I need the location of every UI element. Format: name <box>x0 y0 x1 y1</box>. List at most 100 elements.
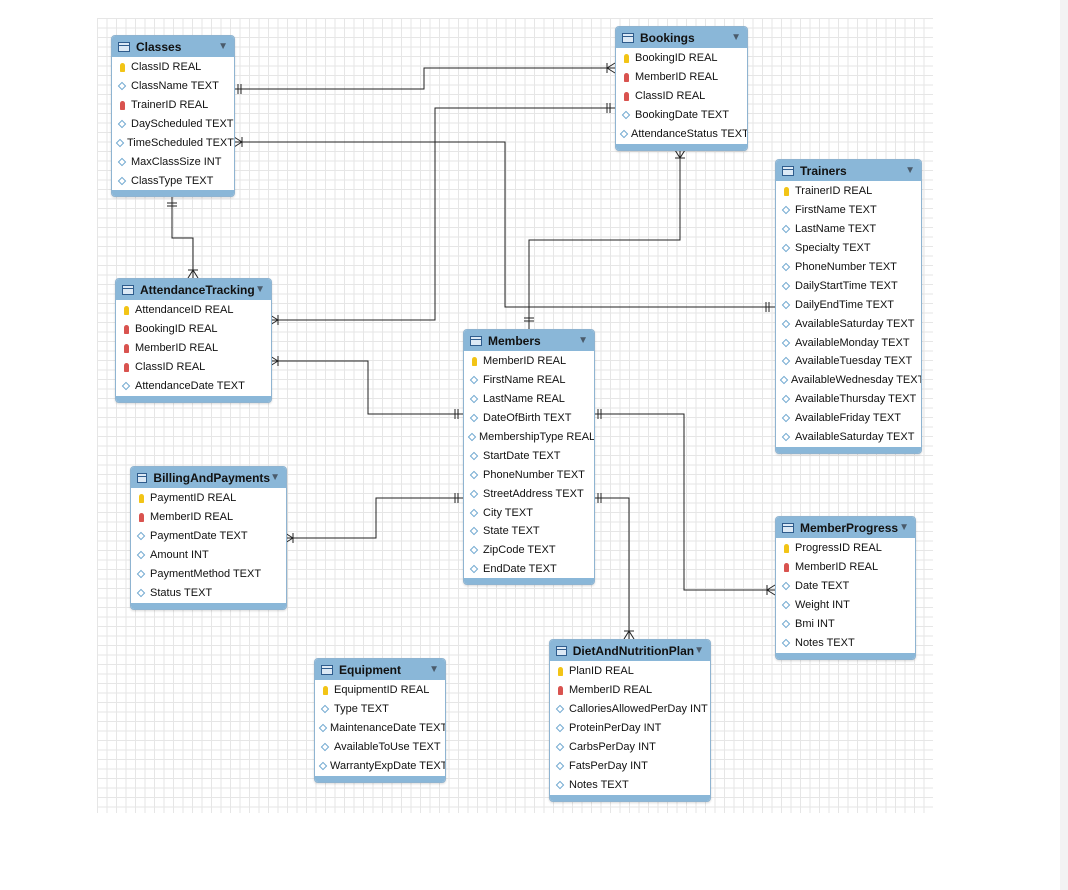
collapse-arrow-icon[interactable]: ▼ <box>270 472 280 483</box>
column-label: TrainerID REAL <box>131 99 209 112</box>
table-column-row[interactable]: MaxClassSize INT <box>112 152 234 171</box>
table-column-row[interactable]: CalloriesAllowedPerDay INT <box>550 700 710 719</box>
table-header[interactable]: MemberProgress▼ <box>776 517 915 538</box>
table-column-row[interactable]: PaymentMethod TEXT <box>131 565 286 584</box>
table-column-row[interactable]: PlanID REAL <box>550 662 710 681</box>
table-column-row[interactable]: ZipCode TEXT <box>464 541 594 560</box>
table-column-row[interactable]: Notes TEXT <box>776 633 915 652</box>
table-column-row[interactable]: AvailableWednesday TEXT <box>776 371 921 390</box>
table-header[interactable]: DietAndNutritionPlan▼ <box>550 640 710 661</box>
table-column-row[interactable]: AttendanceDate TEXT <box>116 377 271 396</box>
table-column-row[interactable]: AvailableToUse TEXT <box>315 738 445 757</box>
table-column-row[interactable]: City TEXT <box>464 503 594 522</box>
table-column-row[interactable]: MemberID REAL <box>464 352 594 371</box>
collapse-arrow-icon[interactable]: ▼ <box>694 645 704 656</box>
collapse-arrow-icon[interactable]: ▼ <box>731 32 741 43</box>
table-column-row[interactable]: FatsPerDay INT <box>550 756 710 775</box>
table-column-row[interactable]: Notes TEXT <box>550 775 710 794</box>
table-column-row[interactable]: AttendanceStatus TEXT <box>616 125 747 144</box>
table-column-row[interactable]: Weight INT <box>776 596 915 615</box>
table-column-row[interactable]: MaintenanceDate TEXT <box>315 719 445 738</box>
table-header[interactable]: Members▼ <box>464 330 594 351</box>
table-column-row[interactable]: PaymentDate TEXT <box>131 527 286 546</box>
vertical-scrollbar[interactable] <box>1060 0 1068 890</box>
table-column-row[interactable]: MemberID REAL <box>131 508 286 527</box>
table-column-row[interactable]: ProteinPerDay INT <box>550 719 710 738</box>
table-column-row[interactable]: MembershipType REAL <box>464 428 594 447</box>
table-column-row[interactable]: AvailableFriday TEXT <box>776 409 921 428</box>
table-column-row[interactable]: ClassType TEXT <box>112 171 234 190</box>
table-column-row[interactable]: TimeScheduled TEXT <box>112 134 234 153</box>
table-column-row[interactable]: AvailableSaturday TEXT <box>776 428 921 447</box>
table-header[interactable]: Equipment▼ <box>315 659 445 680</box>
table-header[interactable]: Classes▼ <box>112 36 234 57</box>
table-header[interactable]: Trainers▼ <box>776 160 921 181</box>
table-column-row[interactable]: Date TEXT <box>776 577 915 596</box>
table-column-row[interactable]: ClassID REAL <box>112 58 234 77</box>
collapse-arrow-icon[interactable]: ▼ <box>578 335 588 346</box>
table-column-row[interactable]: BookingID REAL <box>616 49 747 68</box>
table-column-row[interactable]: AttendanceID REAL <box>116 301 271 320</box>
table-column-row[interactable]: CarbsPerDay INT <box>550 738 710 757</box>
table-column-row[interactable]: ProgressID REAL <box>776 539 915 558</box>
table-column-row[interactable]: WarrantyExpDate TEXT <box>315 757 445 776</box>
table-column-row[interactable]: DailyStartTime TEXT <box>776 276 921 295</box>
table-column-row[interactable]: ClassID REAL <box>616 87 747 106</box>
table-column-row[interactable]: MemberID REAL <box>776 558 915 577</box>
table-column-row[interactable]: EndDate TEXT <box>464 560 594 579</box>
table-header[interactable]: Bookings▼ <box>616 27 747 48</box>
collapse-arrow-icon[interactable]: ▼ <box>905 165 915 176</box>
table-header[interactable]: BillingAndPayments▼ <box>131 467 286 488</box>
table-column-row[interactable]: FirstName TEXT <box>776 201 921 220</box>
table-column-row[interactable]: MemberID REAL <box>616 68 747 87</box>
column-icon <box>320 685 330 695</box>
table-column-row[interactable]: ClassName TEXT <box>112 77 234 96</box>
collapse-arrow-icon[interactable]: ▼ <box>899 522 909 533</box>
table-icon <box>321 664 333 675</box>
table-column-row[interactable]: State TEXT <box>464 522 594 541</box>
column-icon <box>469 451 479 461</box>
table-column-row[interactable]: TrainerID REAL <box>112 96 234 115</box>
table-column-row[interactable]: MemberID REAL <box>550 681 710 700</box>
table-column-row[interactable]: Amount INT <box>131 546 286 565</box>
table-column-row[interactable]: PaymentID REAL <box>131 489 286 508</box>
table-column-row[interactable]: Bmi INT <box>776 615 915 634</box>
table-column-row[interactable]: AvailableThursday TEXT <box>776 390 921 409</box>
table-column-row[interactable]: BookingID REAL <box>116 320 271 339</box>
table-column-row[interactable]: LastName REAL <box>464 390 594 409</box>
collapse-arrow-icon[interactable]: ▼ <box>218 41 228 52</box>
table-column-row[interactable]: StreetAddress TEXT <box>464 484 594 503</box>
table-column-row[interactable]: PhoneNumber TEXT <box>776 258 921 277</box>
table-column-row[interactable]: TrainerID REAL <box>776 182 921 201</box>
table-column-row[interactable]: EquipmentID REAL <box>315 681 445 700</box>
table-column-row[interactable]: ClassID REAL <box>116 358 271 377</box>
table-column-row[interactable]: FirstName REAL <box>464 371 594 390</box>
collapse-arrow-icon[interactable]: ▼ <box>255 284 265 295</box>
table-column-row[interactable]: BookingDate TEXT <box>616 106 747 125</box>
table-column-row[interactable]: Specialty TEXT <box>776 239 921 258</box>
table-column-row[interactable]: AvailableMonday TEXT <box>776 333 921 352</box>
table-column-row[interactable]: DailyEndTime TEXT <box>776 295 921 314</box>
table-column-row[interactable]: LastName TEXT <box>776 220 921 239</box>
column-diamond-icon <box>781 243 791 253</box>
table-column-row[interactable]: AvailableTuesday TEXT <box>776 352 921 371</box>
table-column-row[interactable]: Type TEXT <box>315 700 445 719</box>
table-column-row[interactable]: Status TEXT <box>131 583 286 602</box>
table-column-row[interactable]: AvailableSaturday TEXT <box>776 314 921 333</box>
table-column-row[interactable]: StartDate TEXT <box>464 446 594 465</box>
table-header[interactable]: AttendanceTracking▼ <box>116 279 271 300</box>
collapse-arrow-icon[interactable]: ▼ <box>429 664 439 675</box>
table-column-row[interactable]: DayScheduled TEXT <box>112 115 234 134</box>
table-column-row[interactable]: MemberID REAL <box>116 339 271 358</box>
table-column-row[interactable]: PhoneNumber TEXT <box>464 465 594 484</box>
table-column-row[interactable]: DateOfBirth TEXT <box>464 409 594 428</box>
